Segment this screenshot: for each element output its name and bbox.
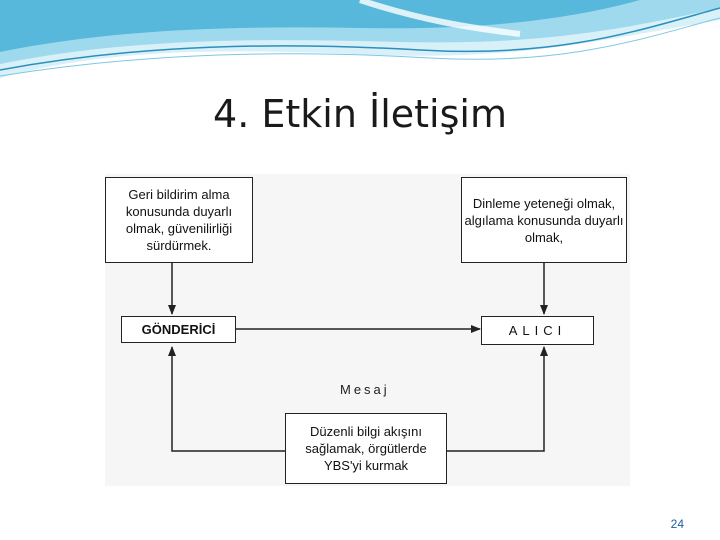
- communication-diagram: Geri bildirim alma konusunda duyarlı olm…: [105, 174, 630, 486]
- receiver-note-text: Dinleme yeteneği olmak, algılama konusun…: [464, 195, 624, 245]
- arrow-system-to-receiver: [447, 346, 548, 452]
- receiver-label: ALICI: [508, 323, 567, 338]
- diagram-connectors: [168, 262, 548, 452]
- arrow-system-to-sender: [168, 346, 285, 452]
- message-label: Mesaj: [340, 382, 390, 397]
- system-note-text: Düzenli bilgi akışını sağlamak, örgütler…: [305, 424, 427, 473]
- receiver-note-box: Dinleme yeteneği olmak, algılama konusun…: [461, 177, 627, 263]
- sender-box: GÖNDERİCİ: [121, 316, 236, 343]
- page-number: 24: [670, 517, 684, 531]
- sender-note-text: Geri bildirim alma konusunda duyarlı olm…: [125, 187, 233, 253]
- slide-title: 4. Etkin İletişim: [213, 92, 507, 136]
- system-note-box: Düzenli bilgi akışını sağlamak, örgütler…: [285, 413, 447, 484]
- sender-note-box: Geri bildirim alma konusunda duyarlı olm…: [105, 177, 253, 263]
- header-wave-decoration: [0, 0, 720, 78]
- sender-label: GÖNDERİCİ: [141, 322, 216, 337]
- receiver-box: ALICI: [481, 316, 594, 345]
